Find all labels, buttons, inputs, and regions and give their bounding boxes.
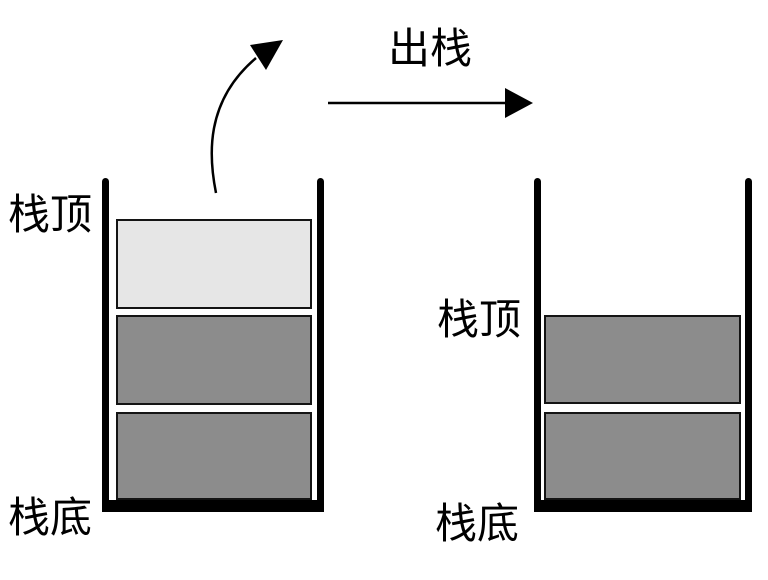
stack-block-light bbox=[116, 219, 312, 309]
right-stack-top-label: 栈顶 bbox=[437, 296, 522, 343]
stack-block-dark bbox=[544, 315, 741, 404]
pop-direction-arrow-icon bbox=[328, 88, 533, 118]
right-stack-bottom-label: 栈底 bbox=[435, 500, 520, 547]
left-stack-top-label: 栈顶 bbox=[8, 191, 93, 238]
stack-block-dark bbox=[544, 412, 741, 500]
pop-operation-label: 出栈 bbox=[388, 25, 473, 72]
pop-curved-arrow-icon bbox=[210, 40, 283, 194]
right-stack-left-wall bbox=[534, 178, 541, 512]
right-stack-right-wall bbox=[745, 178, 752, 512]
left-stack-bottom-label: 栈底 bbox=[8, 494, 93, 541]
left-stack-left-wall bbox=[102, 178, 109, 512]
stack-block-dark bbox=[116, 412, 312, 500]
left-stack-base bbox=[102, 500, 324, 512]
right-stack-base bbox=[534, 500, 752, 512]
left-stack-right-wall bbox=[317, 178, 324, 512]
stack-block-dark bbox=[116, 315, 312, 405]
